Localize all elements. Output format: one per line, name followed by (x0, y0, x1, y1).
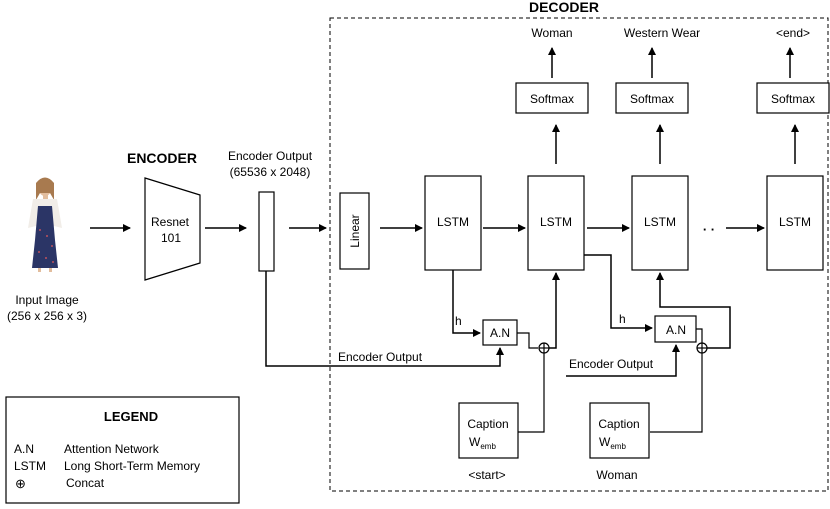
lstm-label-2: LSTM (540, 215, 572, 229)
h-label-1: h (455, 314, 462, 328)
caption-input-1: <start> (468, 468, 505, 482)
attention-label-1: A.N (490, 326, 510, 340)
encoder-output-to-attention1 (265, 271, 504, 367)
linear-label: Linear (348, 214, 362, 247)
encoder-output-label-2: Encoder Output (569, 357, 654, 371)
lstm-label-3: LSTM (644, 215, 676, 229)
caption2-to-concat (650, 353, 703, 433)
encoder-output-title-line2: (65536 x 2048) (230, 165, 311, 179)
caption-w-2: Wemb (599, 435, 626, 451)
resnet-label-line1: Resnet (151, 215, 190, 229)
caption1-to-concat (518, 353, 545, 433)
lstm-cell-4 (766, 175, 824, 271)
caption-box-1 (458, 402, 519, 459)
legend-value-lstm: Long Short-Term Memory (64, 459, 200, 473)
output-word-3: <end> (776, 26, 810, 40)
encoder-output-title-line1: Encoder Output (228, 149, 313, 163)
resnet-label-line2: 101 (161, 231, 181, 245)
legend-value-an: Attention Network (64, 442, 160, 456)
caption-w-1: Wemb (469, 435, 496, 451)
encoder-output-to-attention2 (566, 344, 680, 377)
encoder-output-bar (258, 191, 275, 272)
legend-value-concat: Concat (66, 476, 105, 490)
legend-key-lstm: LSTM (14, 459, 46, 473)
attention2-to-concat (696, 328, 703, 343)
legend-key-an: A.N (14, 442, 34, 456)
input-label-line2: (256 x 256 x 3) (7, 309, 87, 323)
encoder-title: ENCODER (127, 150, 197, 166)
decoder-frame (329, 17, 829, 492)
lstm-cell-1 (424, 175, 482, 271)
caption-label-2: Caption (598, 417, 639, 431)
ellipsis: · · (703, 222, 715, 237)
output-word-2: Western Wear (624, 26, 700, 40)
attention-box-1 (482, 319, 518, 346)
attention-label-2: A.N (666, 323, 686, 337)
softmax-box-2 (615, 82, 689, 114)
attention1-to-concat (517, 332, 538, 349)
lstm-cell-3 (631, 175, 689, 271)
lstm-cell-2 (527, 175, 585, 271)
lstm-label-4: LSTM (779, 215, 811, 229)
caption-input-2: Woman (596, 468, 637, 482)
softmax-label-1: Softmax (530, 92, 574, 106)
concat1-to-lstm2 (549, 272, 560, 349)
decoder-title: DECODER (529, 0, 599, 15)
linear-block (339, 192, 370, 270)
softmax-box-1 (515, 82, 589, 114)
h-line-2 (584, 254, 653, 332)
legend-box (5, 396, 240, 504)
lstm-label-1: LSTM (437, 215, 469, 229)
h-label-2: h (619, 312, 626, 326)
h-line-1 (452, 270, 481, 337)
softmax-label-3: Softmax (771, 92, 815, 106)
softmax-box-3 (756, 82, 830, 114)
caption-box-2 (589, 402, 650, 459)
output-word-1: Woman (531, 26, 572, 40)
legend-key-concat: ⊕ (15, 476, 26, 491)
resnet-block (144, 177, 201, 281)
concat2-to-lstm3 (656, 272, 731, 349)
softmax-label-2: Softmax (630, 92, 674, 106)
encoder-output-label-1: Encoder Output (338, 350, 423, 364)
caption-label-1: Caption (467, 417, 508, 431)
input-image (28, 177, 62, 272)
legend-title: LEGEND (104, 409, 158, 424)
input-label-line1: Input Image (15, 293, 79, 307)
